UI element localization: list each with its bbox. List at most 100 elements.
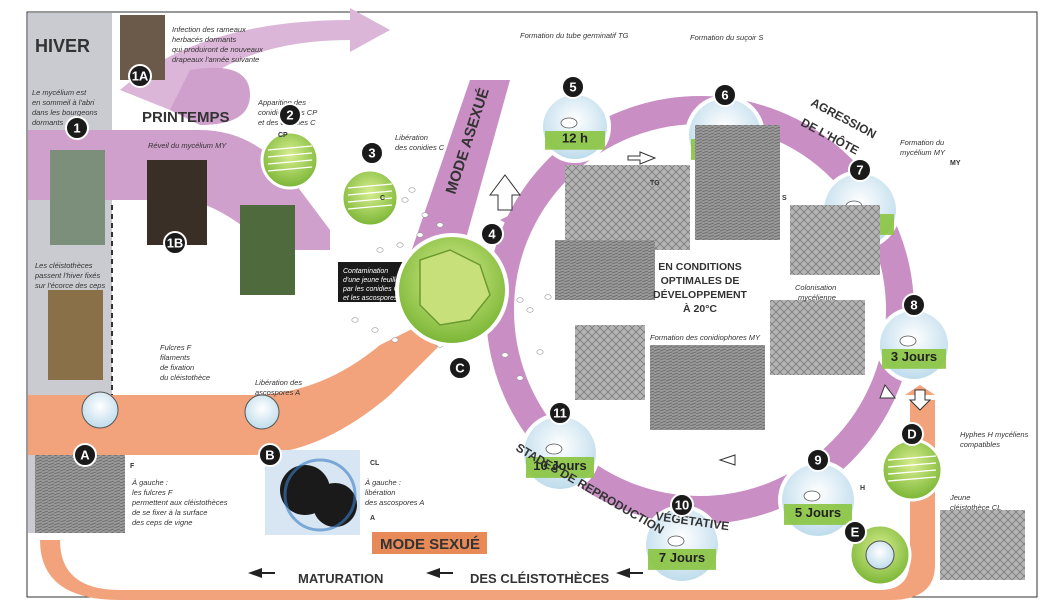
photo-bark: [48, 290, 103, 380]
left-caption-3: permettent aux cléistothèces: [131, 498, 228, 507]
stage-badge-4: 4: [481, 223, 503, 245]
hyphes-label-1: Hyphes H mycéliens: [960, 430, 1029, 439]
cleisto-winter-1: Les cléistothèces: [35, 261, 93, 270]
colonisation-label-2: mycélienne: [798, 293, 836, 302]
jeune-label-1: Jeune: [949, 493, 970, 502]
liberation-conidies-1: Libération: [395, 133, 428, 142]
stage-badge-7-label: 7: [856, 163, 863, 178]
photo-flag-shoot: [240, 205, 295, 295]
liberation-conidies-2: des conidies C: [395, 143, 445, 152]
reveil-label: Réveil du mycélium MY: [148, 141, 227, 150]
winter-title: HIVER: [35, 36, 90, 56]
tube-label: Formation du tube germinatif TG: [520, 31, 629, 40]
conidium-dot: [409, 188, 415, 193]
stage-D-illustration: [882, 440, 942, 500]
spring-title: PRINTEMPS: [142, 109, 230, 126]
fulcres-label-3: de fixation: [160, 363, 194, 372]
conidium-dot: [397, 243, 403, 248]
conidium-dot: [422, 213, 428, 218]
tag-cp: CP: [278, 132, 288, 139]
maturation-2: DES CLÉISTOTHÈCES: [470, 571, 610, 586]
micrograph-colonisation: [770, 300, 865, 375]
stage-badge-5-label: 5: [569, 80, 576, 95]
center-line-1: EN CONDITIONS: [658, 261, 741, 273]
stage-9-spore: [804, 491, 820, 501]
mid-caption-1: À gauche :: [364, 478, 401, 487]
conidium-dot: [417, 233, 423, 238]
stage-badge-3: 3: [361, 142, 383, 164]
tag-h: H: [860, 485, 865, 492]
hyphes-label-2: compatibles: [960, 440, 1000, 449]
infection-label-4: drapeaux l'année suivante: [172, 55, 259, 64]
contamination-text-3: par les conidies C: [342, 286, 400, 293]
fulcres-label-4: du cléistothèce: [160, 373, 210, 382]
stage-2-illustration: [262, 132, 318, 188]
infection-label-2: herbacés dormants: [172, 35, 236, 44]
conidium-dot: [372, 328, 378, 333]
stage-badge-3-label: 3: [368, 146, 375, 161]
stage-badge-D-label: D: [907, 427, 916, 442]
stage-badge-1-label: 1: [73, 121, 80, 136]
tag-a: A: [370, 515, 375, 522]
stage-9-fill: [782, 464, 854, 536]
fulcres-label-2: filaments: [160, 353, 190, 362]
stage-badge-A: A: [74, 444, 96, 466]
mid-caption-3: des ascospores A: [365, 498, 424, 507]
stage-8-time: 3 Jours: [891, 349, 937, 364]
fulcres-label-1: Fulcres F: [160, 343, 192, 352]
mycelium-label-1: Formation du: [900, 138, 945, 147]
stage-badge-5: 5: [562, 76, 584, 98]
stage-badge-9: 9: [807, 449, 829, 471]
winter-text-1: Le mycélium est: [32, 88, 87, 97]
stage-10-spore: [668, 536, 684, 546]
conidium-dot: [392, 338, 398, 343]
stage-8-bubble: 3 Jours: [878, 309, 950, 381]
colonisation-label-1: Colonisation: [795, 283, 836, 292]
mid-caption-2: libération: [365, 488, 395, 497]
center-line-3: DÉVELOPPEMENT: [653, 288, 748, 301]
conidium-dot: [537, 350, 543, 355]
center-line-4: À 20°C: [683, 302, 717, 315]
mycelium-label-2: mycélium MY: [900, 148, 946, 157]
conidiophores-label: Formation des conidiophores MY: [650, 333, 761, 342]
cleistothece-a: [82, 392, 118, 428]
tag-c: C: [380, 195, 385, 202]
conidium-dot: [437, 223, 443, 228]
tag-cl: CL: [370, 460, 380, 467]
conidium-dot: [402, 198, 408, 203]
conidium-dot: [517, 376, 523, 381]
stage-badge-B-label: B: [265, 448, 274, 463]
winter-text-4: dormants: [32, 118, 64, 127]
stage-badge-A-label: A: [80, 448, 90, 463]
micrograph-germination: [555, 240, 655, 300]
stage-8-spore: [900, 336, 916, 346]
stage-5-bubble: 12 h: [541, 93, 609, 161]
stage-badge-1A-label: 1A: [132, 69, 149, 84]
stage-badge-7: 7: [849, 159, 871, 181]
ascus-disc-2: [313, 483, 357, 527]
tag-s: S: [782, 195, 787, 202]
stage-badge-E: E: [844, 521, 866, 543]
winter-text-2: en sommeil à l'abri: [32, 98, 95, 107]
stage-badge-C-label: C: [455, 361, 465, 376]
infection-label-3: qui produiront de nouveaux: [172, 45, 263, 54]
micrograph-sucoir: [695, 125, 780, 240]
stage-10-time: 7 Jours: [659, 550, 705, 565]
stage-badge-C: C: [449, 357, 471, 379]
maturation-1: MATURATION: [298, 571, 383, 586]
contamination-text-1: Contamination: [343, 268, 388, 275]
photo-dormant-bud: [50, 150, 105, 245]
left-caption-5: des ceps de vigne: [132, 518, 192, 527]
conidium-dot: [545, 295, 551, 300]
stage-9-time: 5 Jours: [795, 505, 841, 520]
stage-badge-1A: 1A: [129, 65, 151, 87]
left-caption-2: les fulcres F: [132, 488, 173, 497]
stage-badge-2-label: 2: [286, 108, 293, 123]
micrograph-conidiophores: [650, 345, 765, 430]
stage-badge-6: 6: [714, 84, 736, 106]
stage-badge-11: 11: [549, 402, 571, 424]
stage-badge-1B-label: 1B: [167, 236, 184, 251]
stage-badge-B: B: [259, 444, 281, 466]
